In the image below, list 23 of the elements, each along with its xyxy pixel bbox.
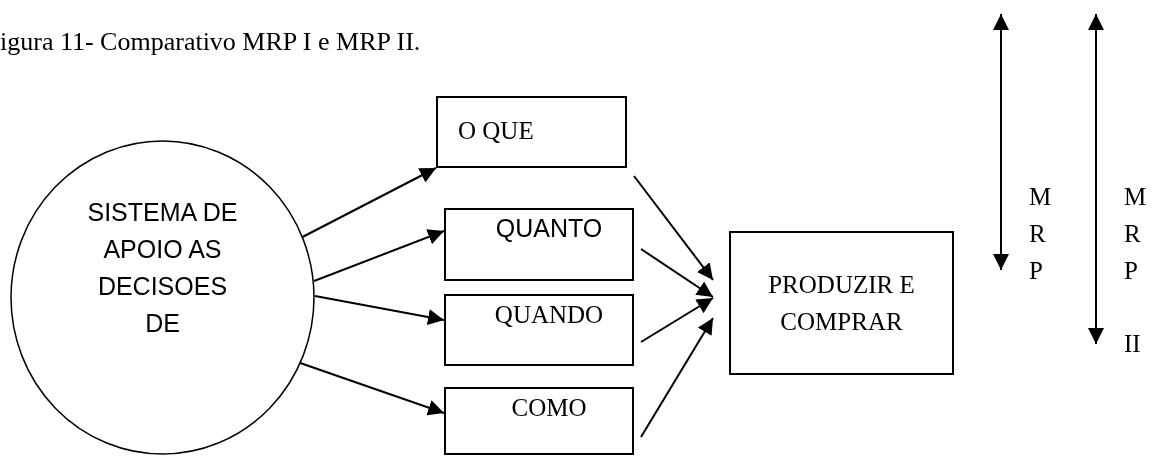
node-label: QUANDO — [494, 300, 604, 330]
arrow — [640, 317, 714, 438]
figure-title: igura 11- Comparativo MRP I e MRP II. — [0, 26, 421, 58]
arrow — [299, 362, 445, 416]
node-label: PRODUZIR E COMPRAR — [767, 270, 916, 337]
process-box — [444, 208, 634, 281]
process-box — [436, 96, 627, 168]
arrow — [313, 229, 445, 282]
vertical-label: M R P — [1124, 182, 1148, 286]
process-box — [444, 294, 634, 366]
process-box — [444, 387, 634, 455]
arrow — [640, 297, 714, 343]
node-label: SISTEMA DE APOIO AS DECISOES DE — [86, 196, 239, 339]
process-box — [729, 231, 954, 375]
node-label: O QUE — [458, 116, 534, 146]
arrow — [314, 295, 445, 325]
arrow — [640, 248, 714, 298]
vertical-label: II — [1124, 329, 1142, 359]
vertical-label: M R P — [1029, 182, 1053, 286]
arrow — [633, 175, 714, 281]
arrow — [301, 167, 437, 238]
node-label: COMO — [511, 393, 587, 423]
node-label: QUANTO — [495, 213, 603, 244]
